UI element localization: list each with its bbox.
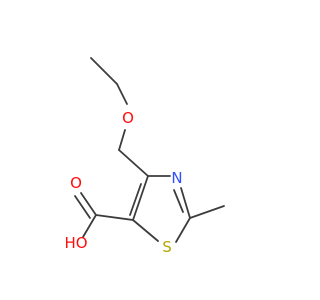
structure-canvas: O N S O HO — [64, 57, 225, 256]
molecule-diagram: O N S O HO — [64, 57, 225, 256]
hydroxyl-label: HO — [64, 234, 87, 252]
bond-carboxyl-c-oh — [82, 214, 97, 238]
bond-c5-carboxyl — [95, 214, 134, 221]
ring-nitrogen-label: N — [171, 169, 182, 187]
bond-c2-n3-inner — [173, 189, 184, 213]
bond-ethyl-ch2-o — [116, 83, 128, 105]
bond-layer — [74, 57, 225, 243]
ether-oxygen-label: O — [122, 109, 134, 127]
bond-c2-n3 — [180, 187, 191, 219]
ring-sulfur-label: S — [162, 238, 172, 256]
bond-c2-methyl — [189, 205, 225, 219]
bond-o-ch2 — [118, 129, 126, 151]
bond-carboxyl-c-o-double-a — [80, 192, 97, 216]
bond-c5-s1 — [132, 219, 159, 242]
bond-ch2-c4 — [118, 149, 149, 177]
bond-carboxyl-c-o-double-b — [74, 195, 91, 219]
bond-s1-c2 — [175, 217, 191, 243]
bond-c4-c5 — [132, 175, 149, 221]
bond-ethyl-ch3-ch2 — [90, 57, 118, 85]
bond-c4-c5-inner — [129, 183, 142, 216]
carbonyl-oxygen-label: O — [70, 174, 82, 192]
atom-label-layer: O N S O HO — [64, 109, 182, 256]
